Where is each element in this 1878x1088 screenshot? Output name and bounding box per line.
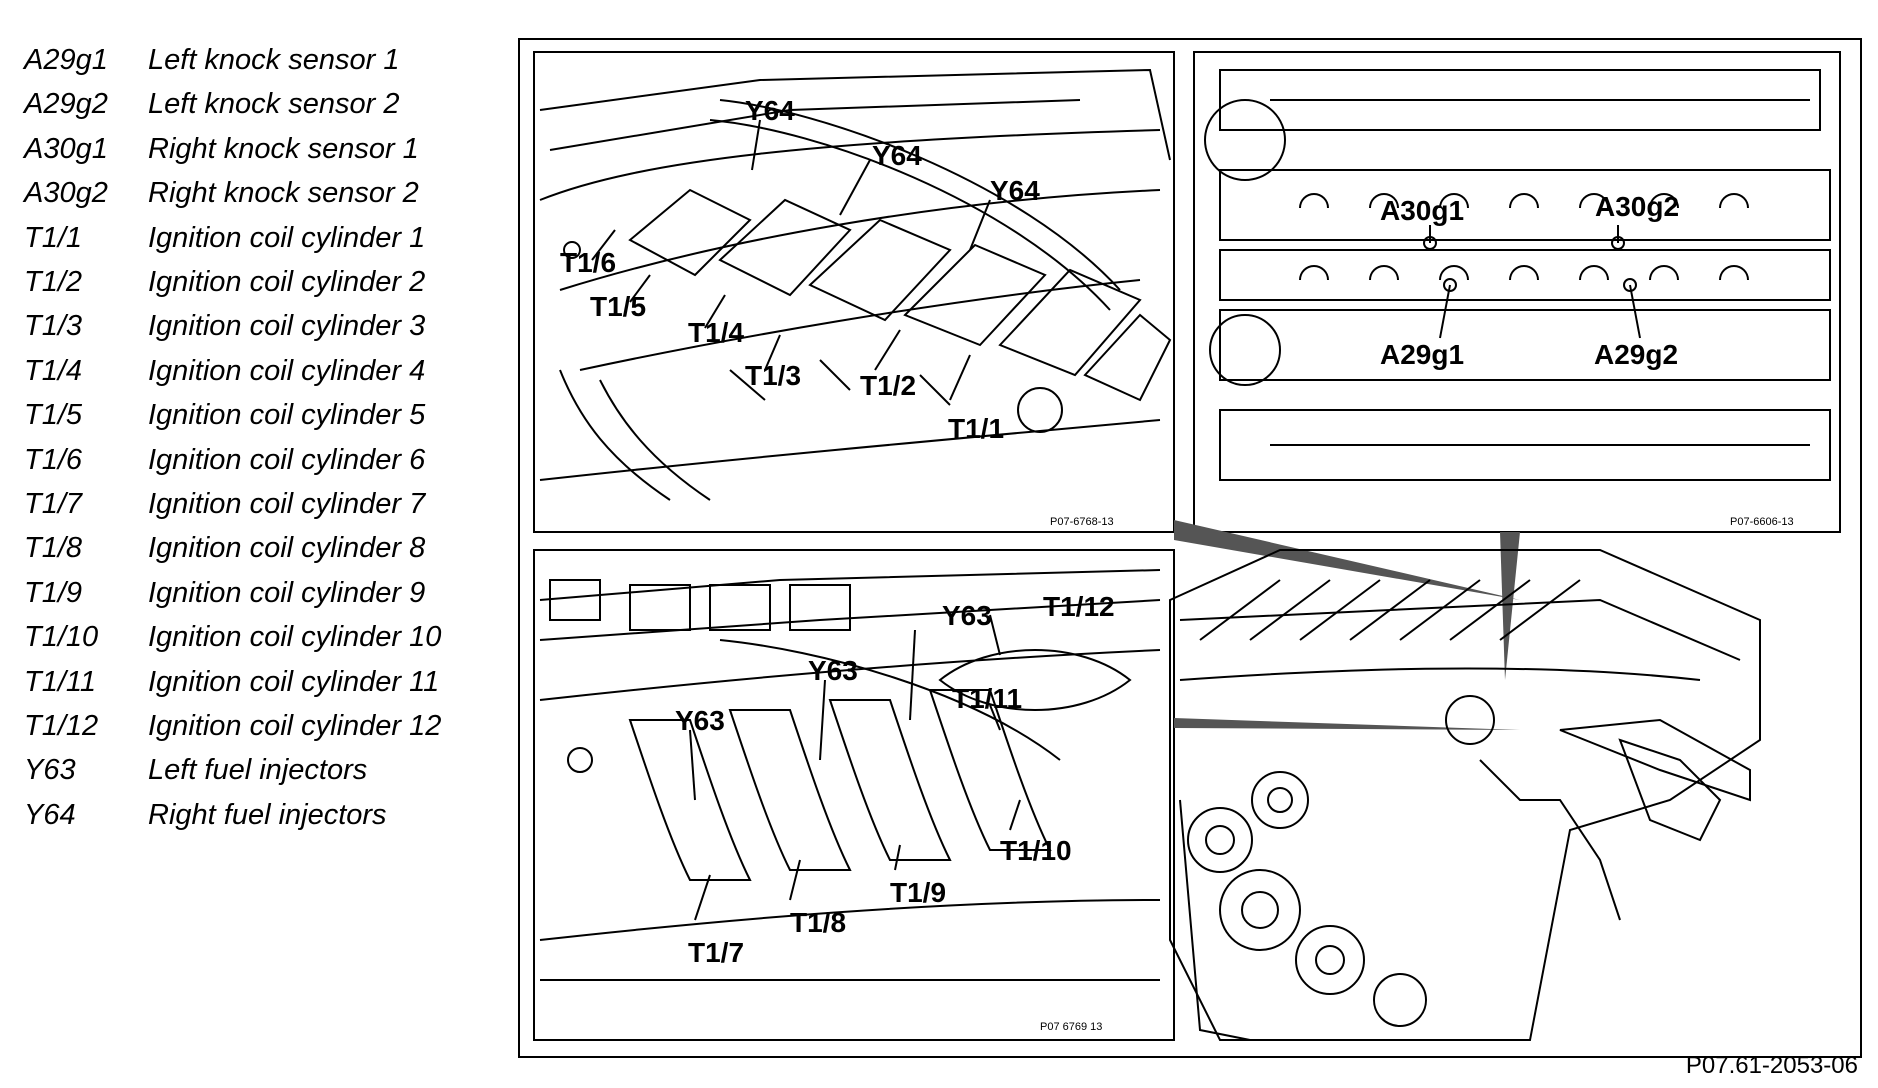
ref-bottom-left: P07 6769 13 [1040,1021,1102,1033]
legend-description: Left knock sensor 1 [148,44,400,76]
engine-diagram: Y64 Y64 Y64 T1/6 T1/5 T1/4 T1/3 T1/2 T1/… [533,51,1841,1041]
legend-code: T1/6 [24,443,83,476]
legend-code: T1/2 [24,266,83,298]
legend-description: Ignition coil cylinder 7 [148,488,426,520]
legend-code: A30g1 [24,132,108,165]
label-t1-7: T1/7 [688,937,744,968]
right-bank-drawing [539,68,1172,501]
legend-description: Left knock sensor 2 [148,88,400,121]
label-y64-3: Y64 [990,175,1040,206]
legend-description: Ignition coil cylinder 3 [148,310,426,343]
label-a29g2: A29g2 [1594,339,1678,370]
document-number: P07.61-2053-06 [1685,1052,1858,1079]
label-t1-6: T1/6 [560,247,616,278]
label-t1-11: T1/11 [952,683,1022,714]
legend-code: T1/8 [24,532,83,565]
legend-code: T1/9 [24,576,83,609]
label-y63-1: Y63 [675,705,725,736]
ref-top-left: P07-6768-13 [1050,516,1114,528]
ref-top-right: P07-6606-13 [1730,516,1794,528]
inset-right-bank: Y64 Y64 Y64 T1/6 T1/5 T1/4 T1/3 T1/2 T1/… [533,51,1175,533]
legend-code: T1/11 [24,665,97,698]
label-y63-2: Y63 [808,655,858,686]
legend-description: Ignition coil cylinder 6 [148,443,426,476]
inset-knock-sensors: A30g1 A30g2 A29g1 A29g2 P07-6606-13 [1193,51,1841,533]
legend-code: T1/5 [24,399,83,432]
cylinder-heads-drawing [1204,69,1831,481]
legend-code: T1/1 [24,221,83,254]
label-t1-2: T1/2 [860,370,916,401]
inset-pointers [1174,520,1520,730]
legend-description: Right knock sensor 2 [148,177,419,210]
legend-code: T1/12 [24,710,99,742]
legend-code: A30g2 [24,177,108,210]
legend-description: Ignition coil cylinder 5 [148,399,426,432]
legend-description: Ignition coil cylinder 9 [148,576,426,609]
legend-code: Y63 [24,754,76,787]
legend-description: Right knock sensor 1 [148,132,419,165]
engine-overview [1169,549,1761,1041]
legend-code: T1/7 [24,488,83,520]
label-t1-8: T1/8 [790,907,846,938]
label-t1-9: T1/9 [890,877,946,908]
label-t1-12: T1/12 [1043,591,1115,622]
legend-code: T1/3 [24,310,83,343]
label-y64-1: Y64 [745,95,795,126]
label-t1-1: T1/1 [948,413,1004,444]
legend-code: A29g1 [24,44,108,76]
label-y64-2: Y64 [872,140,922,171]
left-bank-drawing [539,569,1161,981]
legend-description: Ignition coil cylinder 10 [148,621,442,654]
legend-description: Ignition coil cylinder 11 [148,665,440,698]
label-t1-10: T1/10 [1000,835,1072,866]
label-a29g1: A29g1 [1380,339,1464,370]
legend-description: Left fuel injectors [148,754,368,787]
legend-code: Y64 [24,798,76,831]
legend-description: Ignition coil cylinder 8 [148,532,426,565]
legend-description: Ignition coil cylinder 1 [148,221,426,254]
label-t1-5: T1/5 [590,291,646,322]
label-a30g2: A30g2 [1595,191,1679,222]
legend-code: A29g2 [24,88,108,121]
legend-description: Ignition coil cylinder 4 [148,354,426,387]
legend-code: T1/4 [24,354,83,387]
label-a30g1: A30g1 [1380,195,1464,226]
legend-description: Right fuel injectors [148,798,387,831]
legend-description: Ignition coil cylinder 12 [148,710,442,742]
label-t1-4: T1/4 [688,317,744,348]
legend-description: Ignition coil cylinder 2 [148,266,426,298]
label-t1-3: T1/3 [745,360,801,391]
engine-figure: Y64 Y64 Y64 T1/6 T1/5 T1/4 T1/3 T1/2 T1/… [518,38,1862,1058]
label-y63-3: Y63 [942,600,992,631]
legend-code: T1/10 [24,621,99,654]
inset-left-bank: Y63 Y63 Y63 T1/12 T1/11 T1/10 T1/9 T1/8 … [533,549,1175,1041]
